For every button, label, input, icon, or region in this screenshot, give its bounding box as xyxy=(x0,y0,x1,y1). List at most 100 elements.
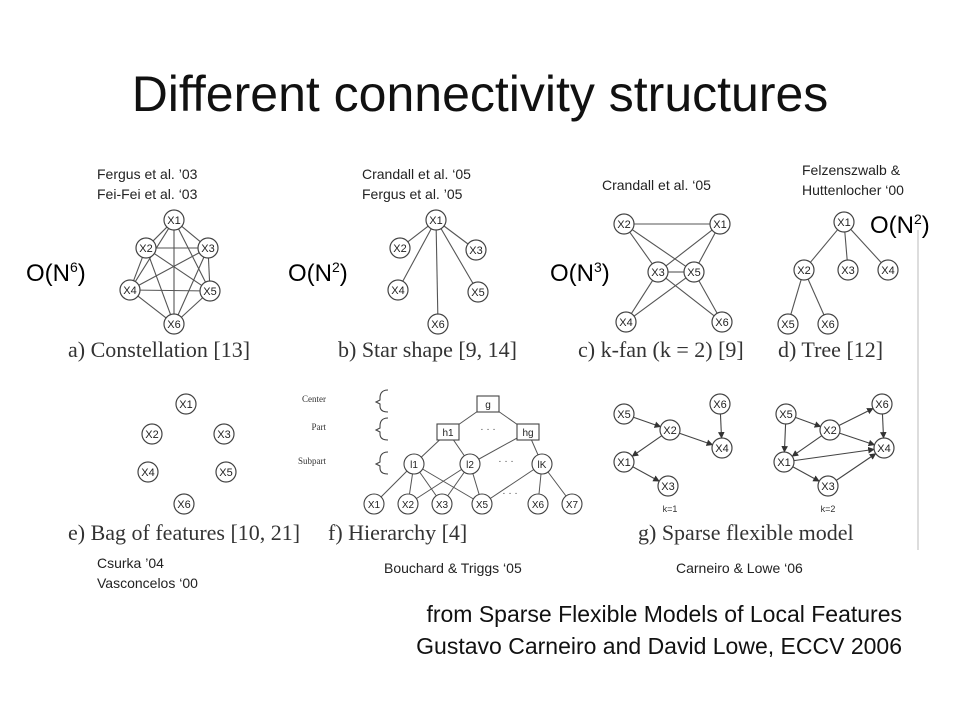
kfan-edge xyxy=(665,277,715,317)
bag-node-x6: X6 xyxy=(173,493,195,515)
svg-text:X3: X3 xyxy=(841,265,854,277)
hierarchy-part-hg: hg xyxy=(516,423,540,441)
constellation-edge xyxy=(207,257,211,282)
figure-edge-line xyxy=(917,230,919,550)
hierarchy-edge xyxy=(481,463,543,505)
kfan-node-x6: X6 xyxy=(711,311,733,333)
kfan-edge xyxy=(665,229,713,267)
svg-text:X6: X6 xyxy=(431,319,444,331)
svg-text:X4: X4 xyxy=(619,317,632,329)
svg-text:l1: l1 xyxy=(410,460,418,471)
complexity-kfan: O(N3) xyxy=(550,259,610,287)
hierarchy-level-brace xyxy=(374,417,389,441)
sparse-k2-edge xyxy=(835,453,877,481)
hierarchy-edge xyxy=(407,463,471,505)
svg-text:hg: hg xyxy=(522,428,533,439)
sparse-k1-node-x5: X5 xyxy=(613,403,635,425)
star-edge xyxy=(435,229,439,315)
hierarchy-leaf-x6: X6 xyxy=(527,493,549,515)
sparse-k1-node-x1: X1 xyxy=(613,451,635,473)
svg-text:X6: X6 xyxy=(532,500,545,511)
hierarchy-level-brace xyxy=(374,451,389,475)
tree-node-x1: X1 xyxy=(833,211,855,233)
svg-text:X3: X3 xyxy=(201,243,214,255)
constellation-node-x4: X4 xyxy=(119,279,141,301)
svg-text:X4: X4 xyxy=(877,443,890,455)
bag-node-x3: X3 xyxy=(213,423,235,445)
svg-text:X1: X1 xyxy=(777,457,790,469)
hierarchy-ellipsis: · · · xyxy=(498,456,514,467)
caption-g: g) Sparse flexible model xyxy=(638,520,854,545)
sparse-k2-node-x4: X4 xyxy=(873,437,895,459)
caption-f: f) Hierarchy [4] xyxy=(328,520,467,545)
svg-text:X7: X7 xyxy=(566,500,579,511)
sparse-k2-edge xyxy=(793,446,875,462)
sparse-k1-node-x6: X6 xyxy=(709,393,731,415)
star-edge xyxy=(440,228,474,284)
svg-text:X2: X2 xyxy=(393,243,406,255)
svg-text:X1: X1 xyxy=(167,215,180,227)
tree-edge xyxy=(850,228,882,264)
caption-d: d) Tree [12] xyxy=(778,337,883,362)
sparse-k1-edge xyxy=(632,466,660,482)
svg-text:g: g xyxy=(485,400,491,411)
hierarchy-leaf-x7: X7 xyxy=(561,493,583,515)
constellation-edge xyxy=(148,257,172,315)
sparse-k-label: k=1 xyxy=(663,504,678,514)
sparse-k1-edge xyxy=(631,435,663,457)
svg-text:X5: X5 xyxy=(471,287,484,299)
svg-text:X6: X6 xyxy=(713,399,726,411)
caption-b: b) Star shape [9, 14] xyxy=(338,337,517,362)
hierarchy-level-label: Center xyxy=(302,394,326,404)
svg-text:X6: X6 xyxy=(875,399,888,411)
tree-node-x5: X5 xyxy=(777,313,799,335)
svg-text:X1: X1 xyxy=(429,215,442,227)
svg-text:l2: l2 xyxy=(466,460,474,471)
hierarchy-root: g xyxy=(476,395,500,413)
tree-node-x6: X6 xyxy=(817,313,839,335)
constellation-node-x1: X1 xyxy=(163,209,185,231)
hierarchy-level-brace xyxy=(374,389,389,413)
svg-text:X2: X2 xyxy=(402,500,415,511)
svg-text:X2: X2 xyxy=(797,265,810,277)
tree-edge xyxy=(790,279,802,315)
tree-edge xyxy=(809,229,839,263)
svg-text:X1: X1 xyxy=(368,500,381,511)
hierarchy-part-h1: h1 xyxy=(436,423,460,441)
svg-text:X2: X2 xyxy=(145,429,158,441)
svg-text:X2: X2 xyxy=(617,219,630,231)
bag-node-x1: X1 xyxy=(175,393,197,415)
tree-edge xyxy=(844,231,848,261)
svg-text:X5: X5 xyxy=(476,500,489,511)
svg-text:X4: X4 xyxy=(123,285,136,297)
svg-text:X5: X5 xyxy=(779,409,792,421)
sparse-k2-edge xyxy=(792,466,820,482)
sparse-k2-edge xyxy=(838,407,874,427)
kfan-node-x2: X2 xyxy=(613,213,635,235)
star-node-x2: X2 xyxy=(389,237,411,259)
constellation-edge xyxy=(177,256,205,316)
svg-text:X5: X5 xyxy=(203,286,216,298)
kfan-node-x1: X1 xyxy=(709,213,731,235)
citation-constellation: Fergus et al. ’03 Fei-Fei et al. ‘03 xyxy=(97,166,198,202)
hierarchy-leaf-x1: X1 xyxy=(363,493,385,515)
caption-c: c) k-fan (k = 2) [9] xyxy=(578,337,744,362)
hierarchy-leaf-x3: X3 xyxy=(431,493,453,515)
source-reference: from Sparse Flexible Models of Local Fea… xyxy=(300,598,902,662)
sparse-k2-edge xyxy=(781,423,788,453)
kfan-edge xyxy=(630,280,654,314)
svg-text:h1: h1 xyxy=(442,428,454,439)
constellation-edge xyxy=(180,297,204,318)
svg-text:X3: X3 xyxy=(217,429,230,441)
caption-a: a) Constellation [13] xyxy=(68,337,250,362)
tree-edge xyxy=(807,278,825,316)
citation-sparse: Carneiro & Lowe ‘06 xyxy=(676,560,803,576)
svg-text:X1: X1 xyxy=(837,217,850,229)
kfan-node-x5: X5 xyxy=(683,261,705,283)
source-paper-title: from Sparse Flexible Models of Local Fea… xyxy=(426,601,902,627)
sparse-k1-edge xyxy=(717,413,725,439)
svg-text:X2: X2 xyxy=(823,425,836,437)
